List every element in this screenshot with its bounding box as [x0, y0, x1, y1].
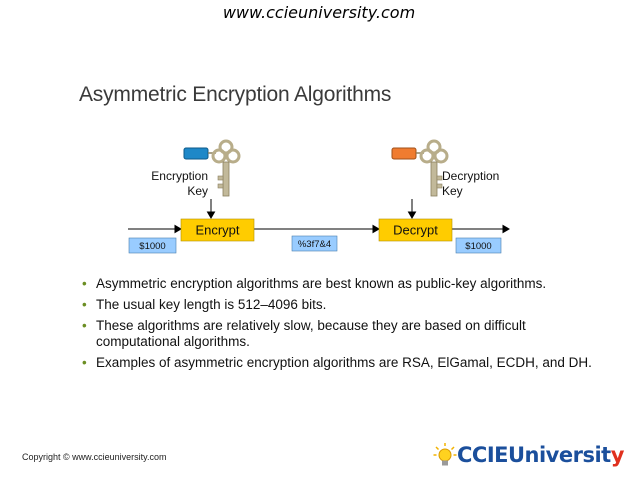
encrypt-box-label: Encrypt — [195, 223, 239, 238]
brand-name: CCIEUniversity — [457, 443, 624, 467]
bullet-item: Asymmetric encryption algorithms are bes… — [82, 276, 602, 292]
brand-logo: CCIEUniversity — [433, 442, 624, 468]
plaintext-output-box — [455, 237, 502, 254]
copyright-text: Copyright © www.ccieuniversity.com — [22, 452, 167, 462]
slide-title: Asymmetric Encryption Algorithms — [79, 83, 392, 106]
lightbulb-icon — [433, 443, 457, 466]
site-url: www.ccieuniversity.com — [222, 3, 416, 22]
key-arrows — [206, 199, 417, 219]
ciphertext-value: %3f7&4 — [298, 239, 331, 250]
plaintext-output-value: $1000 — [465, 241, 491, 252]
encryption-key-icon — [183, 139, 241, 197]
bullet-item: Examples of asymmetric encryption algori… — [82, 355, 602, 371]
plaintext-input-value: $1000 — [139, 241, 165, 252]
decryption-key-icon — [391, 139, 449, 197]
encryption-diagram: Encryption Key Decryption Key Encrypt De… — [128, 139, 510, 254]
bullet-item: These algorithms are relatively slow, be… — [82, 318, 602, 350]
ciphertext-box — [291, 235, 338, 252]
encryption-key-label: Encryption — [151, 169, 208, 183]
bullet-list: Asymmetric encryption algorithms are bes… — [82, 276, 602, 376]
decrypt-box-label: Decrypt — [393, 223, 438, 238]
decryption-key-label-2: Key — [442, 184, 463, 198]
flow-arrows — [128, 224, 510, 234]
decryption-key-label: Decryption — [442, 169, 499, 183]
encryption-key-label-2: Key — [187, 184, 208, 198]
encrypt-box — [180, 218, 255, 242]
plaintext-input-box — [128, 237, 177, 254]
bullet-item: The usual key length is 512–4096 bits. — [82, 297, 602, 313]
decrypt-box — [378, 218, 453, 242]
